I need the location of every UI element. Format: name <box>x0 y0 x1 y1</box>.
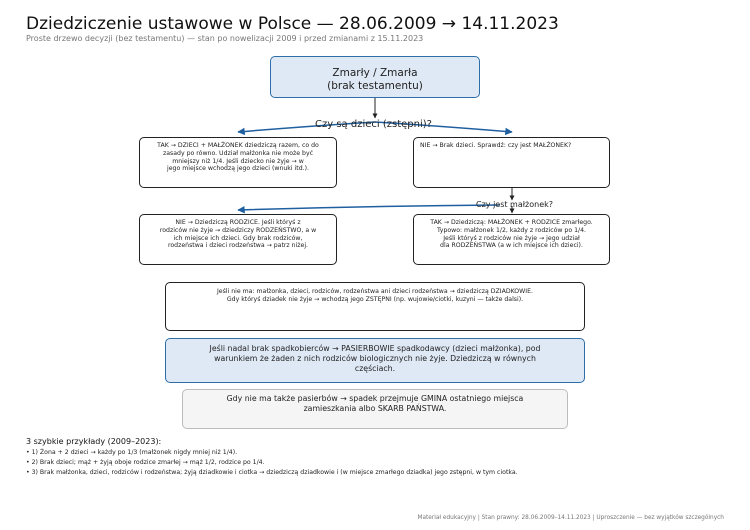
node-children-no: NIE → Brak dzieci. Sprawdź: czy jest MAŁ… <box>413 137 610 188</box>
examples-heading: 3 szybkie przykłady (2009–2023): <box>26 437 162 446</box>
arrow-to-children-yes <box>237 121 376 136</box>
example-item: • 2) Brak dzieci; mąż + żyją oboje rodzi… <box>26 459 265 466</box>
page-title: Dziedziczenie ustawowe w Polsce — 28.06.… <box>26 14 559 34</box>
arrow-to-children-no <box>374 121 513 136</box>
footer-note: Materiał edukacyjny | Stan prawny: 28.06… <box>417 515 724 521</box>
node-stepchildren: Jeśli nadal brak spadkobierców → PASIERB… <box>165 338 585 383</box>
arrow-to-spouse-no <box>237 204 501 214</box>
node-spouse-yes: TAK → Dziedziczą: MAŁŻONEK + RODZICE zma… <box>413 214 610 265</box>
node-children-yes: TAK → DZIECI + MAŁŻONEK dziedziczą razem… <box>139 137 337 188</box>
question-children-label: Czy są dzieci (zstępni)? <box>315 119 432 130</box>
node-grandparents: Jeśli nie ma: małżonka, dzieci, rodziców… <box>165 282 585 331</box>
question-spouse-label: Czy jest małżonek? <box>476 200 553 209</box>
example-item: • 3) Brak małżonka, dzieci, rodziców i r… <box>26 469 518 476</box>
example-item: • 1) Żona + 2 dzieci → każdy po 1/3 (mał… <box>26 449 238 456</box>
node-state: Gdy nie ma także pasierbów → spadek prze… <box>182 389 568 429</box>
root-node: Zmarły / Zmarła (brak testamentu) <box>270 56 480 98</box>
node-spouse-no: NIE → Dziedziczą RODZICE. Jeśli któryś z… <box>139 214 337 265</box>
page-subtitle: Proste drzewo decyzji (bez testamentu) —… <box>26 34 424 43</box>
